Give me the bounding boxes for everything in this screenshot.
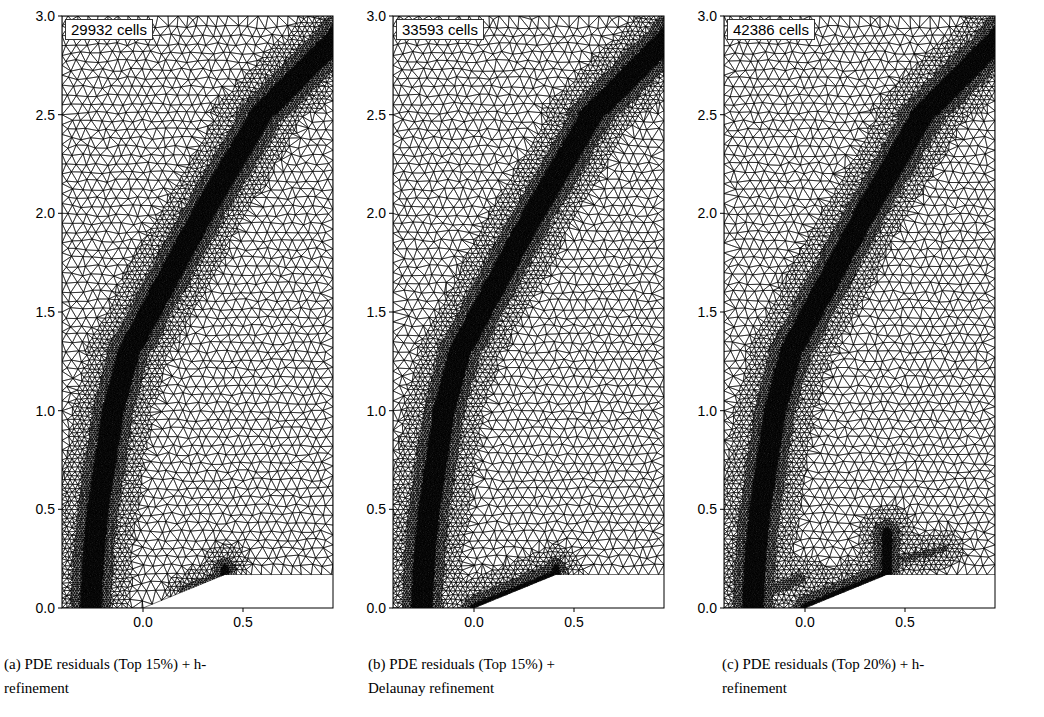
y-tick-label: 0.0 — [36, 600, 55, 616]
subfigure-caption: (c) PDE residuals (Top 20%) + h-refineme… — [722, 652, 962, 700]
axis-ticks — [389, 16, 574, 612]
y-tick-label: 1.0 — [698, 403, 717, 419]
y-tick-label: 2.5 — [698, 107, 717, 123]
y-tick-label: 1.5 — [36, 304, 55, 320]
plot-frame — [393, 16, 664, 608]
x-tick-label: 0.0 — [795, 614, 814, 630]
mesh-panel — [389, 16, 664, 612]
triangle-mesh — [393, 16, 664, 608]
cell-count: 42386 cells — [733, 21, 809, 38]
x-tick-label: 0.0 — [133, 614, 152, 630]
y-tick-label: 2.0 — [36, 205, 55, 221]
x-tick-label: 0.5 — [895, 614, 914, 630]
y-tick-label: 2.5 — [36, 107, 55, 123]
y-tick-label: 1.0 — [36, 403, 55, 419]
y-tick-label: 3.0 — [367, 8, 386, 24]
subfigure-caption: (b) PDE residuals (Top 15%) + Delaunay r… — [368, 652, 608, 700]
y-tick-label: 0.5 — [367, 501, 386, 517]
y-tick-label: 0.5 — [698, 501, 717, 517]
subfigure-caption: (a) PDE residuals (Top 15%) + h-refineme… — [4, 652, 244, 700]
cell-count-box: 29932 cells — [65, 19, 153, 40]
x-tick-label: 0.5 — [564, 614, 583, 630]
plot-frame — [62, 16, 333, 608]
cell-count-box: 33593 cells — [396, 19, 484, 40]
y-tick-label: 2.5 — [367, 107, 386, 123]
y-tick-label: 3.0 — [36, 8, 55, 24]
y-tick-label: 0.5 — [36, 501, 55, 517]
axis-ticks — [58, 16, 243, 612]
axis-ticks — [720, 16, 905, 612]
triangle-mesh — [62, 16, 333, 608]
cell-count: 29932 cells — [71, 21, 147, 38]
triangle-mesh — [724, 16, 995, 608]
y-tick-label: 1.5 — [367, 304, 386, 320]
cell-count: 33593 cells — [402, 21, 478, 38]
mesh-panel — [58, 16, 333, 612]
x-tick-label: 0.0 — [464, 614, 483, 630]
mesh-panel — [720, 16, 995, 612]
y-tick-label: 2.0 — [698, 205, 717, 221]
plot-frame — [724, 16, 995, 608]
x-tick-label: 0.5 — [233, 614, 252, 630]
y-tick-label: 3.0 — [698, 8, 717, 24]
cell-count-box: 42386 cells — [727, 19, 815, 40]
y-tick-label: 2.0 — [367, 205, 386, 221]
y-tick-label: 1.5 — [698, 304, 717, 320]
y-tick-label: 0.0 — [698, 600, 717, 616]
y-tick-label: 1.0 — [367, 403, 386, 419]
y-tick-label: 0.0 — [367, 600, 386, 616]
